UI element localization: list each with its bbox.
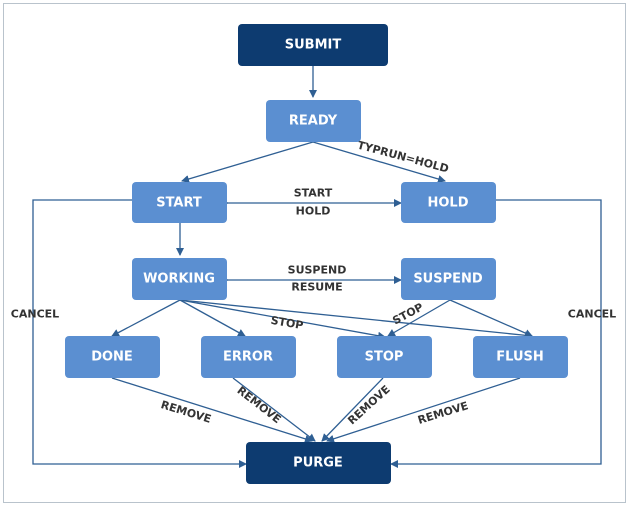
edge-ready-start — [181, 141, 314, 183]
label-start-hold-1: START — [294, 187, 333, 200]
node-submit-label: SUBMIT — [285, 38, 342, 53]
label-remove-stop: REMOVE — [345, 383, 392, 427]
node-ready-label: READY — [289, 114, 338, 129]
edge-stop-purge — [321, 377, 384, 442]
node-ready: READY — [266, 100, 361, 142]
node-done: DONE — [65, 336, 160, 378]
edge-working-error — [179, 299, 246, 337]
edge-working-flush — [179, 299, 533, 340]
edge-flush-purge — [326, 377, 521, 443]
node-flush-label: FLUSH — [496, 350, 544, 365]
node-flush: FLUSH — [473, 336, 568, 378]
node-hold-label: HOLD — [427, 196, 468, 211]
node-suspend: SUSPEND — [401, 258, 496, 300]
node-error: ERROR — [201, 336, 296, 378]
node-stop-label: STOP — [365, 350, 404, 365]
node-working: WORKING — [132, 258, 227, 300]
node-purge: PURGE — [246, 442, 391, 484]
node-submit: SUBMIT — [238, 24, 388, 66]
node-working-label: WORKING — [143, 272, 215, 287]
label-remove-error: REMOVE — [235, 384, 284, 426]
edge-suspend-flush — [449, 299, 533, 337]
label-start-hold-2: HOLD — [296, 205, 331, 218]
label-remove-done: REMOVE — [159, 398, 213, 426]
edge-cancel-right — [390, 199, 602, 468]
label-resume-2: RESUME — [291, 281, 342, 294]
diagram-frame — [3, 3, 626, 503]
node-done-label: DONE — [91, 350, 133, 365]
edges — [32, 66, 602, 468]
node-start-label: START — [156, 196, 202, 211]
edge-working-stop — [179, 299, 386, 340]
label-cancel-right: CANCEL — [568, 308, 616, 321]
label-stop-working: STOP — [270, 314, 305, 333]
edge-cancel-left — [32, 199, 247, 468]
node-error-label: ERROR — [223, 350, 273, 365]
edge-error-purge — [232, 377, 316, 442]
label-typrun-hold: TYPRUN=HOLD — [356, 139, 450, 176]
node-hold: HOLD — [401, 182, 496, 223]
label-suspend-1: SUSPEND — [288, 264, 347, 277]
edge-suspend-stop — [387, 299, 451, 337]
edge-working-done — [111, 299, 181, 337]
edge-ready-hold — [312, 141, 446, 183]
node-suspend-label: SUSPEND — [413, 272, 483, 287]
edge-labels: TYPRUN=HOLD START HOLD SUSPEND RESUME ST… — [11, 139, 616, 428]
node-purge-label: PURGE — [293, 456, 343, 471]
node-start: START — [132, 182, 227, 223]
label-cancel-left: CANCEL — [11, 308, 59, 321]
node-stop: STOP — [337, 336, 432, 378]
edge-done-purge — [111, 377, 313, 443]
